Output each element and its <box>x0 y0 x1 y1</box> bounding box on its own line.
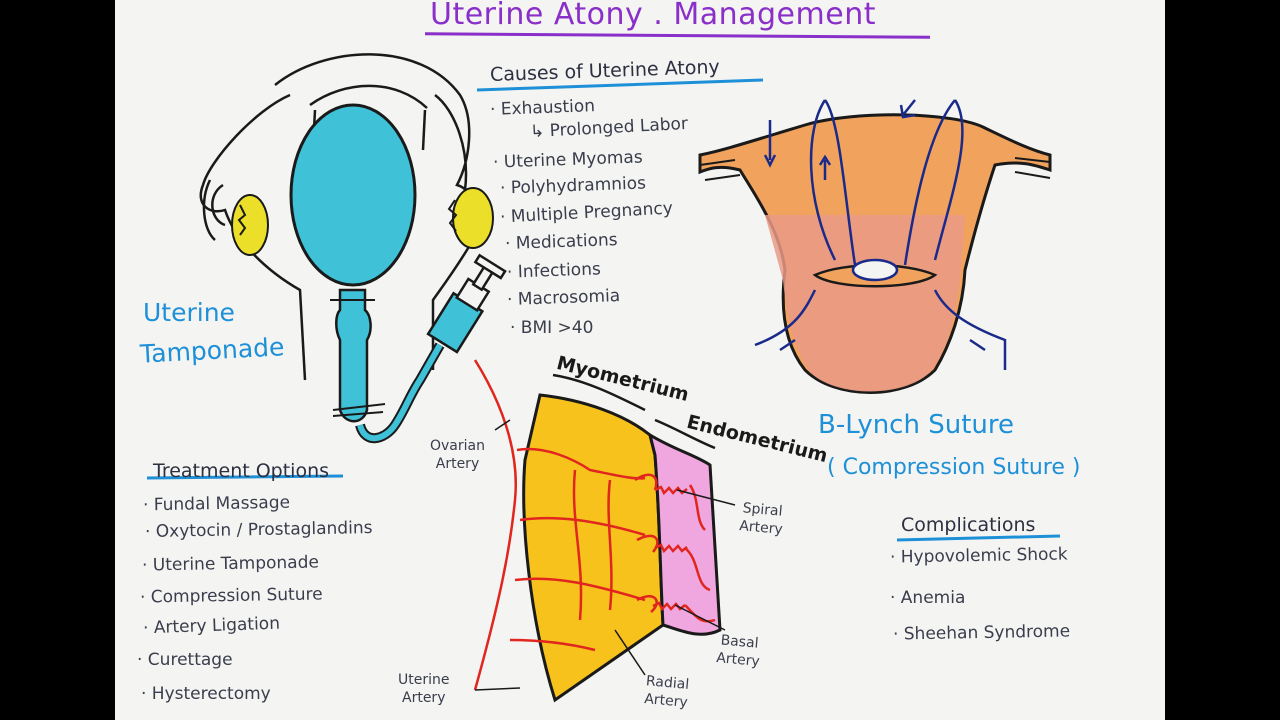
uterus-outline <box>199 53 479 381</box>
complications-heading: Complications <box>901 514 1036 536</box>
anatomy-diagram <box>473 359 736 703</box>
treatment-underline <box>146 474 344 480</box>
myometrium-layer <box>522 393 665 703</box>
uterine-artery-label: Uterine Artery <box>398 672 450 706</box>
tamponade-label-line1: Uterine <box>143 298 235 327</box>
suture-lines <box>754 99 1007 370</box>
treatment-item: · Fundal Massage <box>142 492 291 516</box>
radial-artery-label: Radial Artery <box>643 673 690 711</box>
treatment-item: · Artery Ligation <box>142 613 281 639</box>
treatment-item: · Compression Suture <box>139 584 323 608</box>
treatment-heading: Treatment Options <box>153 460 330 482</box>
right-ovary <box>452 187 494 249</box>
cause-item: · Infections <box>506 259 602 283</box>
basal-artery-label: Basal Artery <box>715 632 761 670</box>
complications-underline <box>896 534 1061 542</box>
catheter-tube <box>355 342 445 444</box>
illustrations <box>146 53 1061 703</box>
blynch-subtitle: ( Compression Suture ) <box>827 455 1081 480</box>
cause-item: · Macrosomia <box>506 286 621 310</box>
leader-lines <box>474 419 736 691</box>
whiteboard: Uterine Atony . Management Causes of Ute… <box>115 0 1165 720</box>
treatment-item: · Oxytocin / Prostaglandins <box>144 518 373 542</box>
treatment-item: · Hysterectomy <box>141 684 271 704</box>
tamponade-balloon <box>289 103 417 287</box>
left-ovary <box>231 194 269 256</box>
tamponade-label-line2: Tamponade <box>139 332 286 369</box>
treatment-item: · Uterine Tamponade <box>141 552 320 576</box>
spiral-artery-label: Spiral Artery <box>738 500 784 538</box>
complication-item: · Sheehan Syndrome <box>892 621 1071 645</box>
cause-item: · Exhaustion <box>489 96 596 120</box>
syringe <box>426 253 507 354</box>
treatment-item: · Curettage <box>137 650 233 670</box>
blynch-diagram <box>698 99 1052 394</box>
balloon-neck <box>335 288 372 423</box>
complication-item: · Anemia <box>890 588 966 608</box>
causes-underline <box>476 78 764 92</box>
cause-item: · BMI >40 <box>510 318 594 338</box>
ovarian-artery-label: Ovarian Artery <box>430 438 485 472</box>
blynch-title: B-Lynch Suture <box>818 410 1014 440</box>
page-title: Uterine Atony . Management <box>430 0 876 32</box>
complication-item: · Hypovolemic Shock <box>889 544 1068 568</box>
cause-item: · Medications <box>504 230 618 254</box>
artery-network <box>473 359 716 691</box>
